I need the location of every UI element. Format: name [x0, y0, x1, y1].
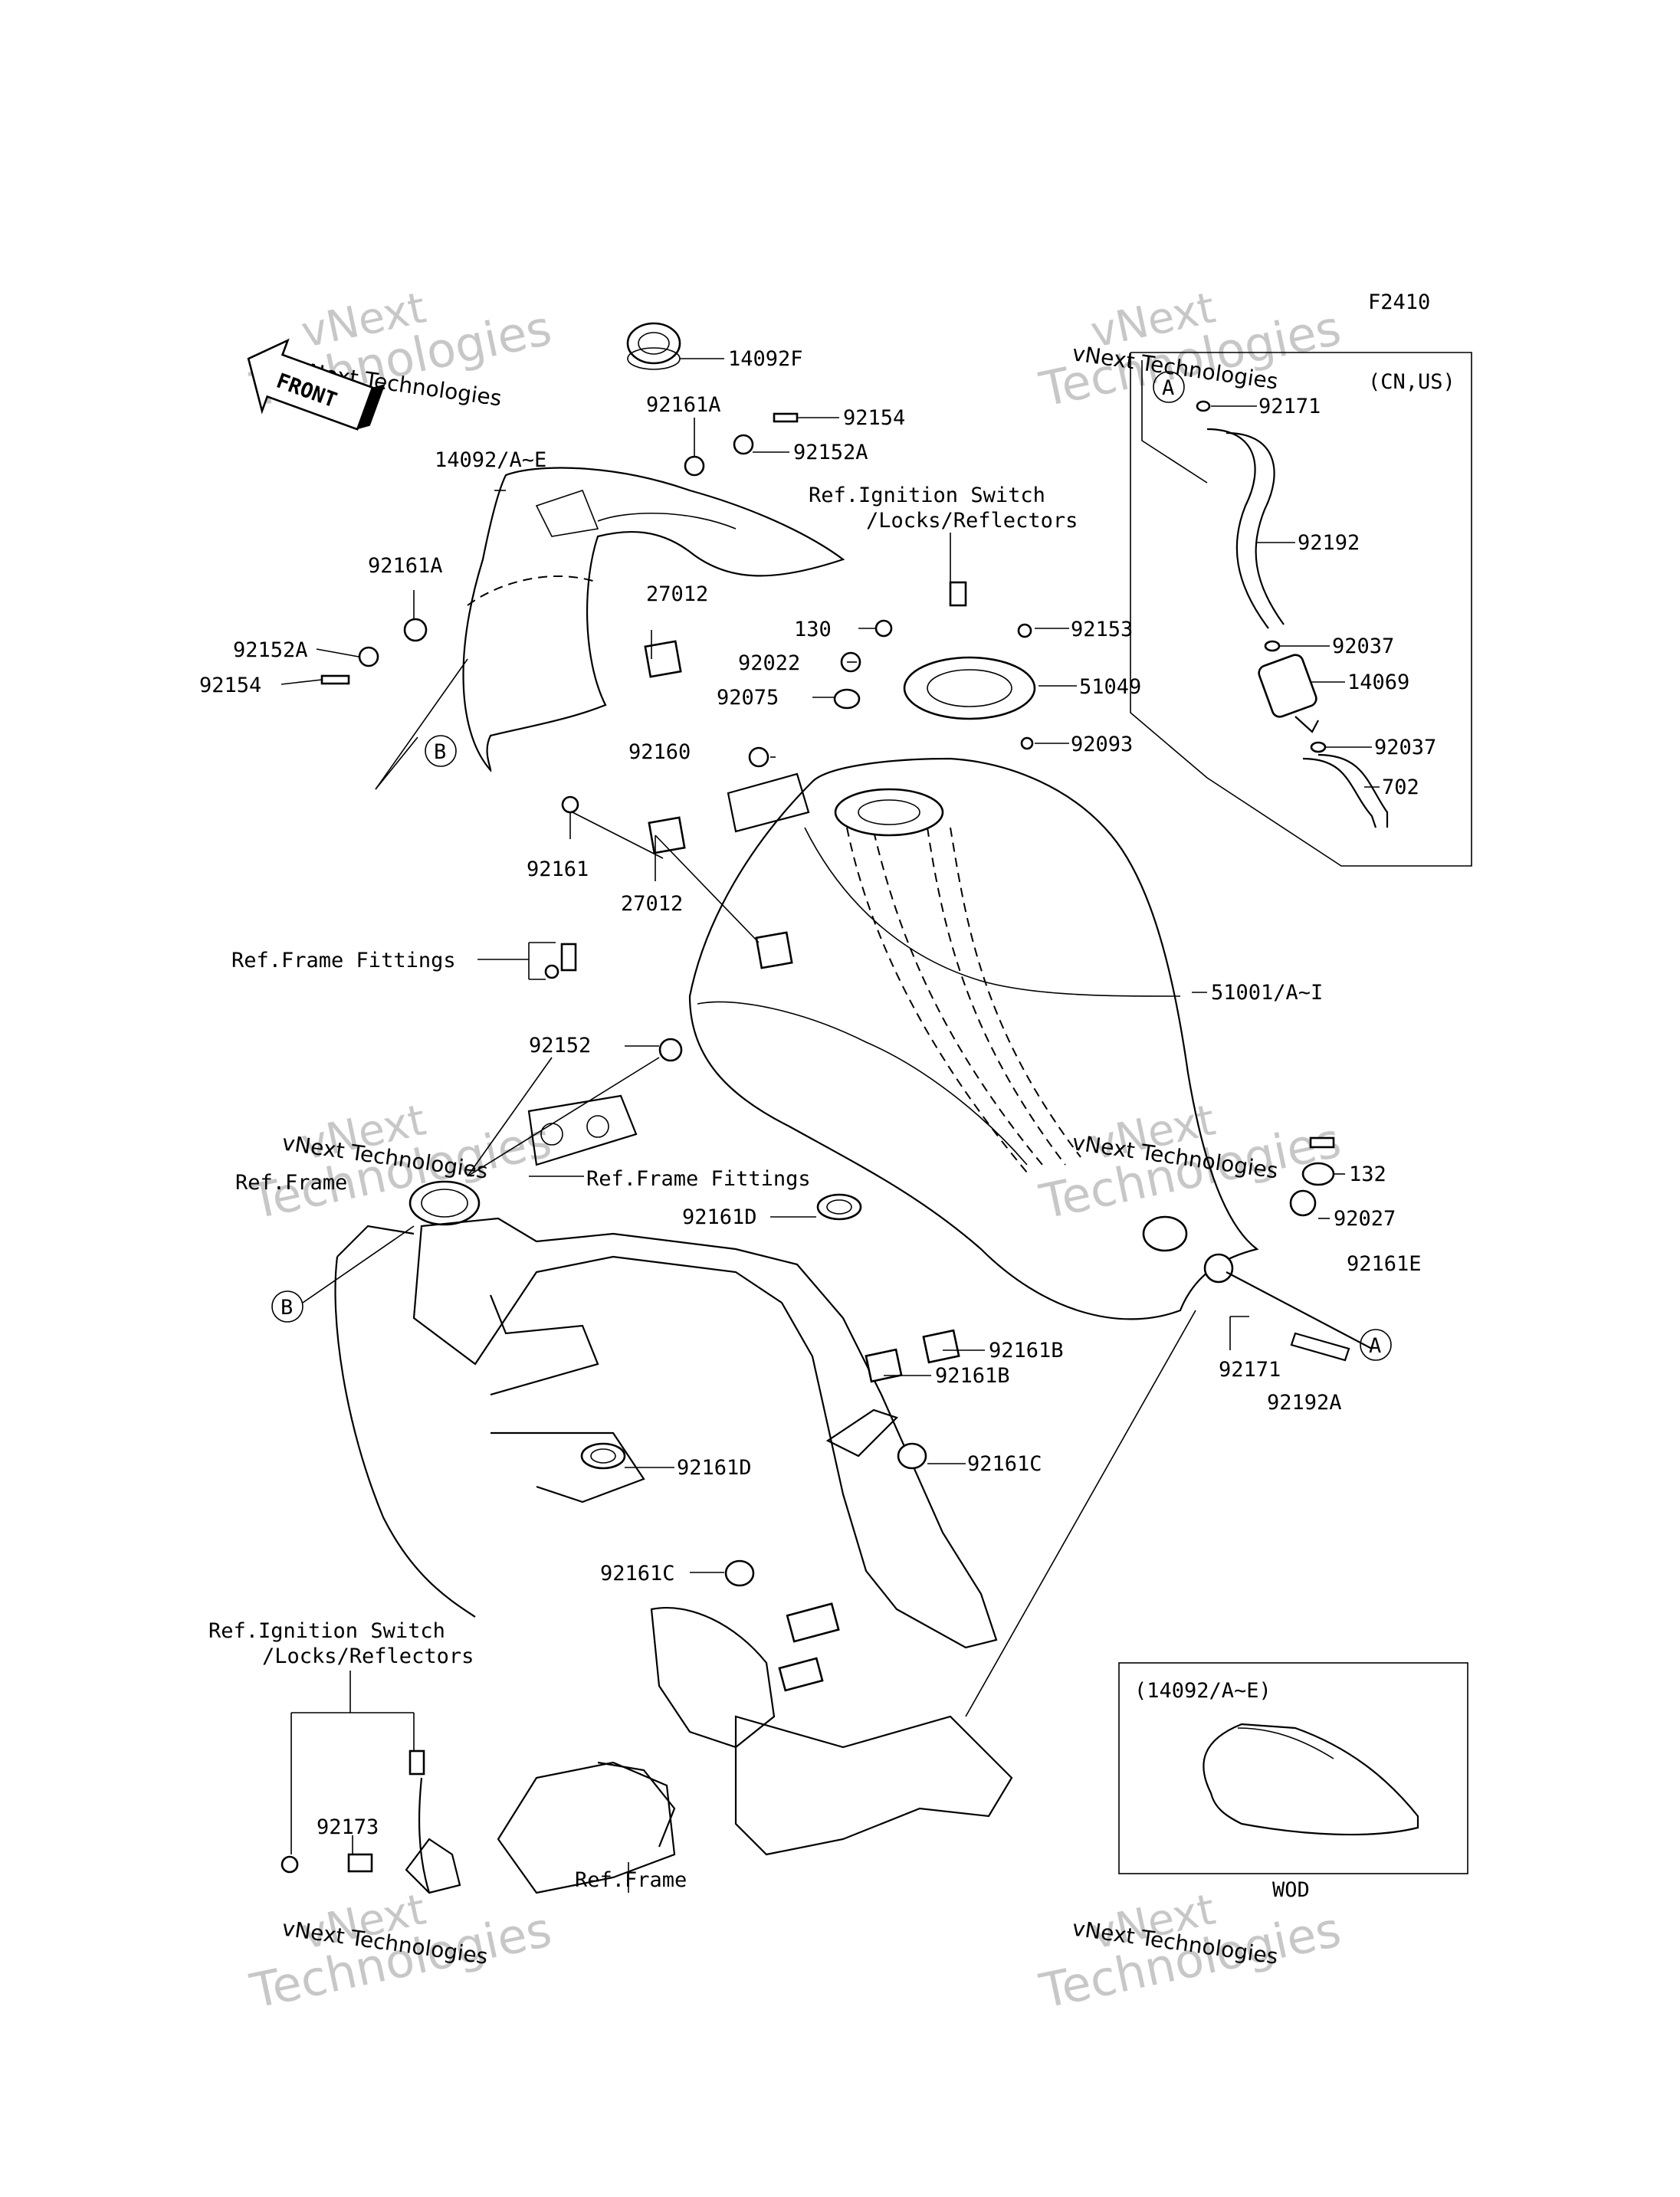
reference-labels: Ref.Ignition Switch /Locks/Reflectors Re… — [208, 484, 1078, 1892]
part-number: 92160 — [628, 740, 691, 764]
cn-us-detail-box: (CN,US) A — [1130, 352, 1472, 867]
part-number: 92192A — [1267, 1391, 1342, 1415]
part-number: 92161A — [368, 554, 443, 578]
inset-label: (14092/A~E) — [1134, 1679, 1271, 1703]
part-number: 92161B — [935, 1364, 1010, 1388]
part-number: 92171 — [1219, 1358, 1281, 1382]
part-number: 92037 — [1332, 635, 1394, 658]
part-number: 14092/A~E — [435, 448, 546, 472]
part-number: 92075 — [717, 686, 779, 710]
svg-text:A: A — [1369, 1334, 1381, 1358]
ref-frame-fittings-center: Ref.Frame Fittings — [586, 1167, 811, 1191]
inset-box: (14092/A~E) WOD — [1118, 1662, 1468, 1902]
watermark-small-group: vNext Technologies vNext Technologies vN… — [281, 340, 1280, 1969]
frame-part — [281, 943, 1013, 1894]
ref-frame-bottom: Ref.Frame — [575, 1868, 687, 1892]
watermark-group: vNext Technologies vNext Technologies vN… — [245, 283, 1346, 2019]
svg-text:B: B — [434, 740, 446, 764]
part-number: 14092F — [728, 347, 803, 371]
region-note: (CN,US) — [1368, 370, 1455, 394]
part-number: 14069 — [1347, 671, 1409, 694]
part-number: 92192 — [1298, 531, 1360, 555]
part-labels: 14092F 92161A 92154 92152A 14092/A~E 921… — [199, 347, 1436, 1839]
front-arrow-icon: FRONT — [247, 338, 386, 431]
part-number: 92161B — [989, 1339, 1064, 1362]
ref-frame-fittings-left: Ref.Frame Fittings — [231, 949, 456, 972]
part-number: 92161E — [1347, 1252, 1422, 1276]
part-number: 92153 — [1071, 618, 1133, 641]
part-number: 132 — [1349, 1162, 1386, 1186]
part-number: 92022 — [738, 651, 800, 675]
ref-locks-reflectors-bottom: /Locks/Reflectors — [262, 1644, 474, 1668]
part-number: 92171 — [1258, 395, 1321, 418]
part-number: 92173 — [317, 1815, 379, 1839]
part-number: 92161D — [677, 1456, 752, 1480]
ref-locks-reflectors-top: /Locks/Reflectors — [866, 509, 1078, 533]
part-number: 92154 — [199, 674, 261, 697]
callout-b-top: B — [375, 658, 468, 790]
part-number: 92152 — [529, 1034, 591, 1058]
callout-letter-a: A — [1162, 376, 1174, 400]
part-number: 92161C — [600, 1562, 675, 1585]
figure-code: F2410 — [1368, 290, 1430, 314]
inset-caption: WOD — [1272, 1878, 1310, 1902]
part-number: 92161C — [967, 1452, 1042, 1476]
fuel-tank-part — [688, 581, 1373, 1362]
part-number: 92037 — [1374, 736, 1436, 759]
part-number: 92161A — [646, 393, 721, 417]
ref-frame-left: Ref.Frame — [235, 1171, 347, 1195]
part-number: 51049 — [1079, 675, 1141, 699]
part-number: 27012 — [646, 582, 708, 606]
part-number: 92152A — [793, 441, 868, 464]
part-number: 51001/A~I — [1211, 981, 1323, 1005]
callout-a-bottom: A — [1360, 1329, 1392, 1361]
part-number: 92161 — [527, 857, 589, 881]
part-number: 92093 — [1071, 733, 1133, 756]
part-number: 92027 — [1334, 1207, 1396, 1231]
ref-ignition-switch-bottom: Ref.Ignition Switch — [208, 1619, 445, 1643]
part-number: 702 — [1382, 776, 1419, 799]
part-number: 130 — [794, 618, 832, 641]
part-number: 92154 — [843, 406, 905, 430]
ref-ignition-switch-top: Ref.Ignition Switch — [809, 484, 1045, 507]
part-number: 27012 — [621, 892, 683, 916]
svg-text:B: B — [281, 1296, 293, 1320]
part-number: 92161D — [682, 1205, 757, 1229]
callout-b-bottom: B — [271, 1225, 415, 1323]
part-number: 92152A — [233, 638, 308, 662]
leader-lines — [281, 358, 1345, 1893]
tank-cover-part — [320, 322, 845, 969]
